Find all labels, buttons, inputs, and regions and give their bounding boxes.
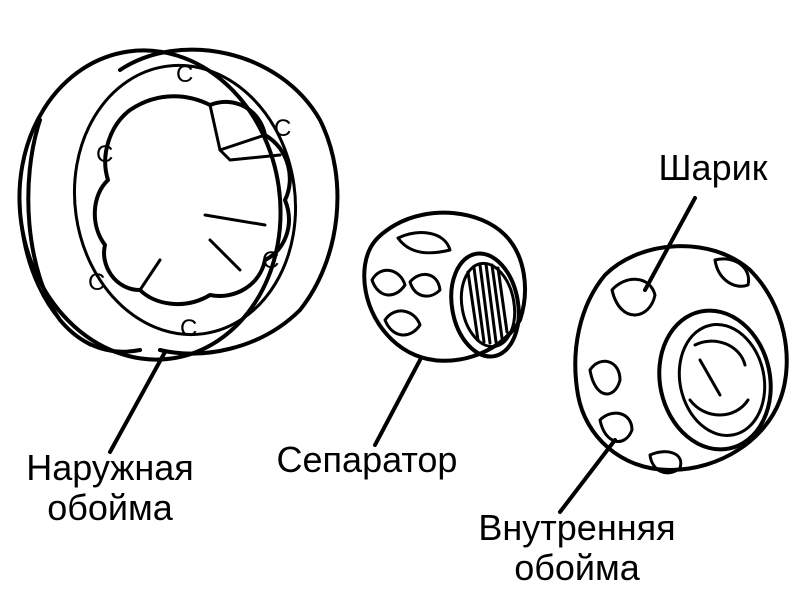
- svg-text:C: C: [96, 141, 113, 168]
- inner-race-label-line2: обойма: [514, 547, 640, 588]
- svg-text:C: C: [180, 315, 197, 342]
- cage-label: Сепаратор: [262, 440, 472, 480]
- outer-race-drawing: C C C C C C: [17, 47, 340, 454]
- svg-text:C: C: [88, 269, 105, 296]
- ball-label: Шарик: [648, 148, 778, 188]
- inner-race-label: Внутренняя обойма: [452, 508, 702, 588]
- inner-race-label-line1: Внутренняя: [478, 507, 676, 548]
- outer-race-label-line2: обойма: [47, 487, 173, 528]
- outer-race-label-line1: Наружная: [26, 447, 194, 488]
- ball-label-text: Шарик: [658, 147, 768, 188]
- svg-text:C: C: [262, 247, 279, 274]
- svg-text:C: C: [274, 115, 291, 142]
- svg-text:C: C: [176, 61, 193, 88]
- outer-race-label: Наружная обойма: [10, 448, 210, 528]
- inner-race-drawing: [558, 196, 789, 514]
- cage-drawing: [362, 210, 527, 447]
- cage-label-text: Сепаратор: [276, 439, 458, 480]
